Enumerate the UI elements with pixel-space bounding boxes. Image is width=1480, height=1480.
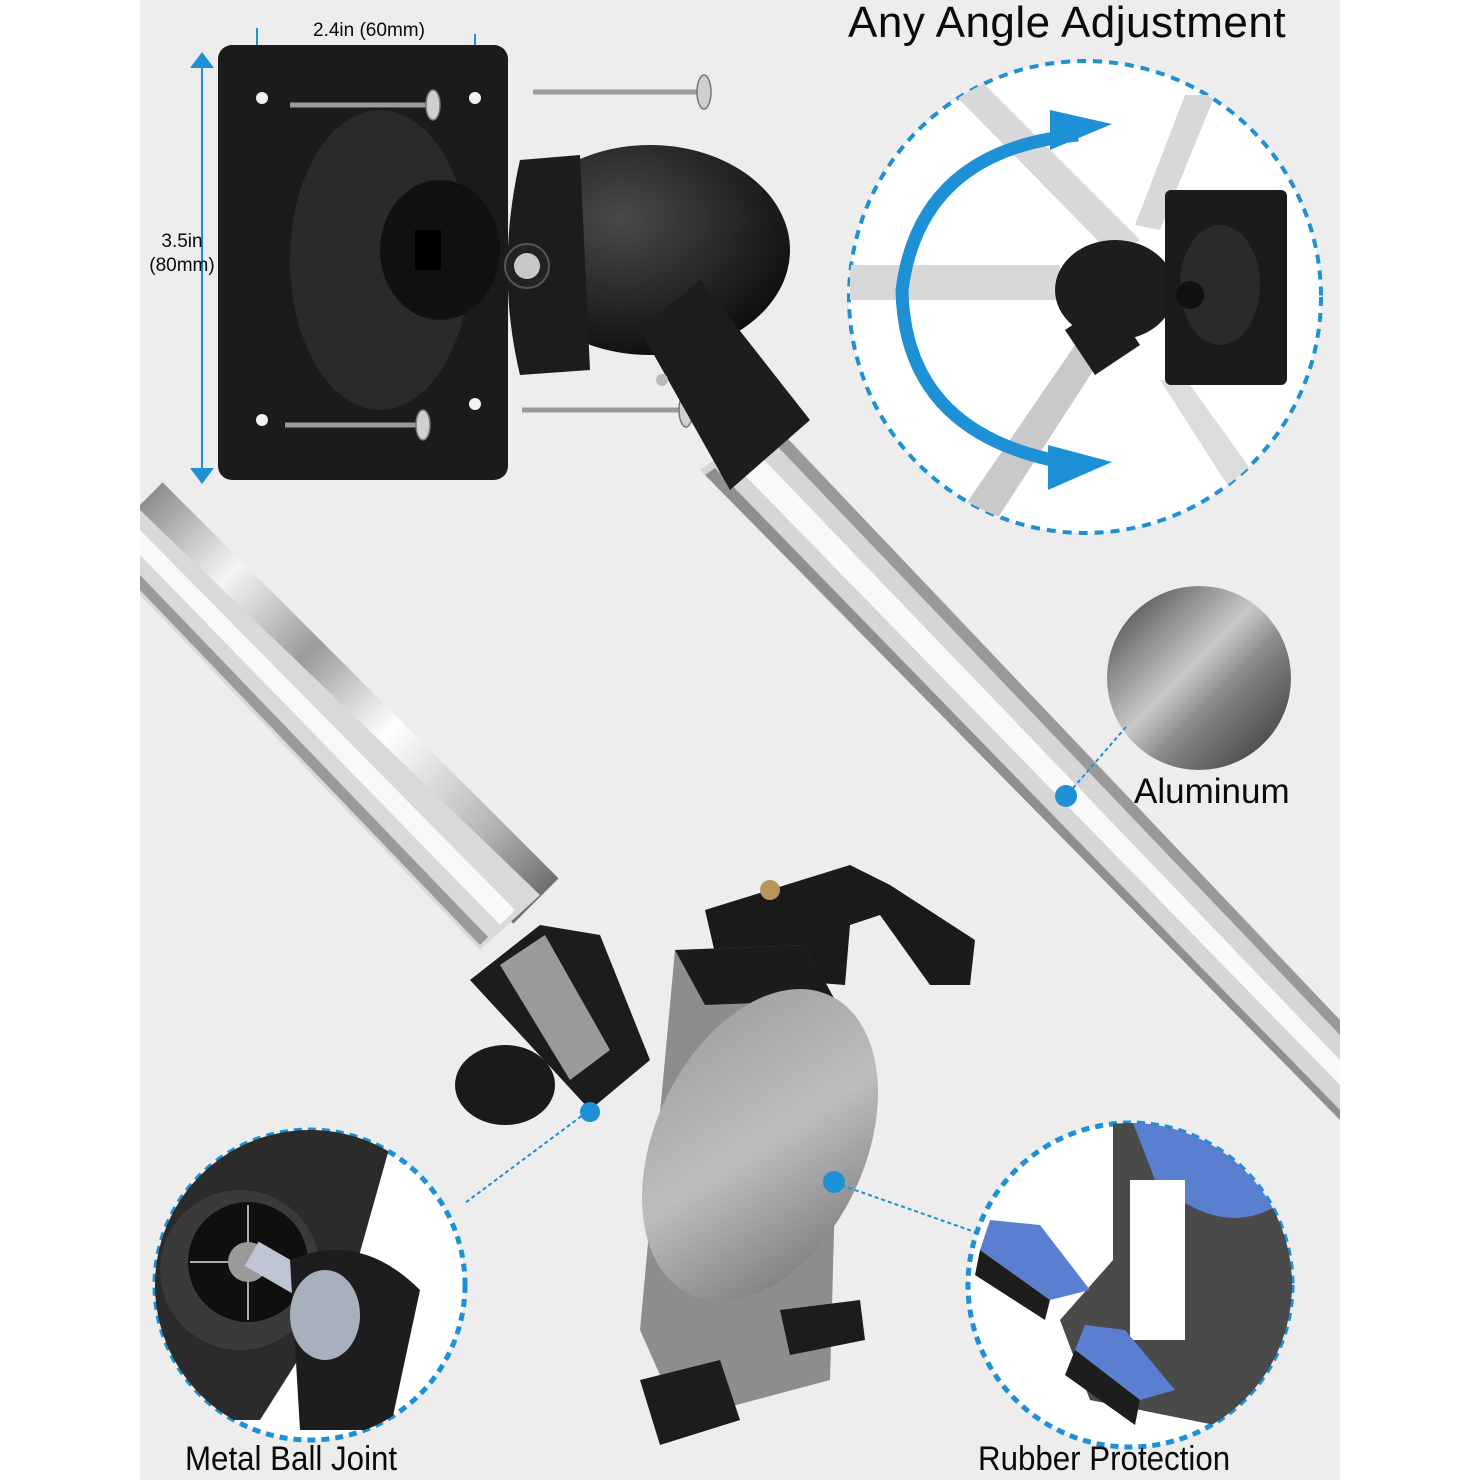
ball-joint-assembly [455, 925, 650, 1125]
wall-plate [218, 45, 508, 480]
callout-dot-icon [580, 1102, 600, 1122]
screws [285, 89, 700, 428]
height-dimension-line1: 3.5in [161, 231, 203, 252]
height-dimension-line2: (80mm) [149, 255, 215, 276]
holder-backplate [642, 989, 878, 1301]
callout-dot-icon [823, 1171, 845, 1193]
page-title: Any Angle Adjustment [848, 0, 1287, 47]
swivel-joint [504, 145, 810, 490]
phone-holder [640, 865, 975, 1445]
callout-dot-icon [1055, 785, 1077, 807]
width-dimension-label: 2.4in (60mm) [313, 20, 425, 41]
aluminum-swatch [1107, 586, 1291, 770]
height-dimension-label: 3.5in (80mm) [140, 230, 224, 278]
aluminum-label: Aluminum [1134, 772, 1290, 811]
upper-pole [700, 420, 1340, 1120]
metal-ball-joint-label: Metal Ball Joint [185, 1440, 398, 1478]
rotate-arrow-icon [895, 128, 1081, 472]
rubber-protection-label: Rubber Protection [978, 1440, 1231, 1478]
